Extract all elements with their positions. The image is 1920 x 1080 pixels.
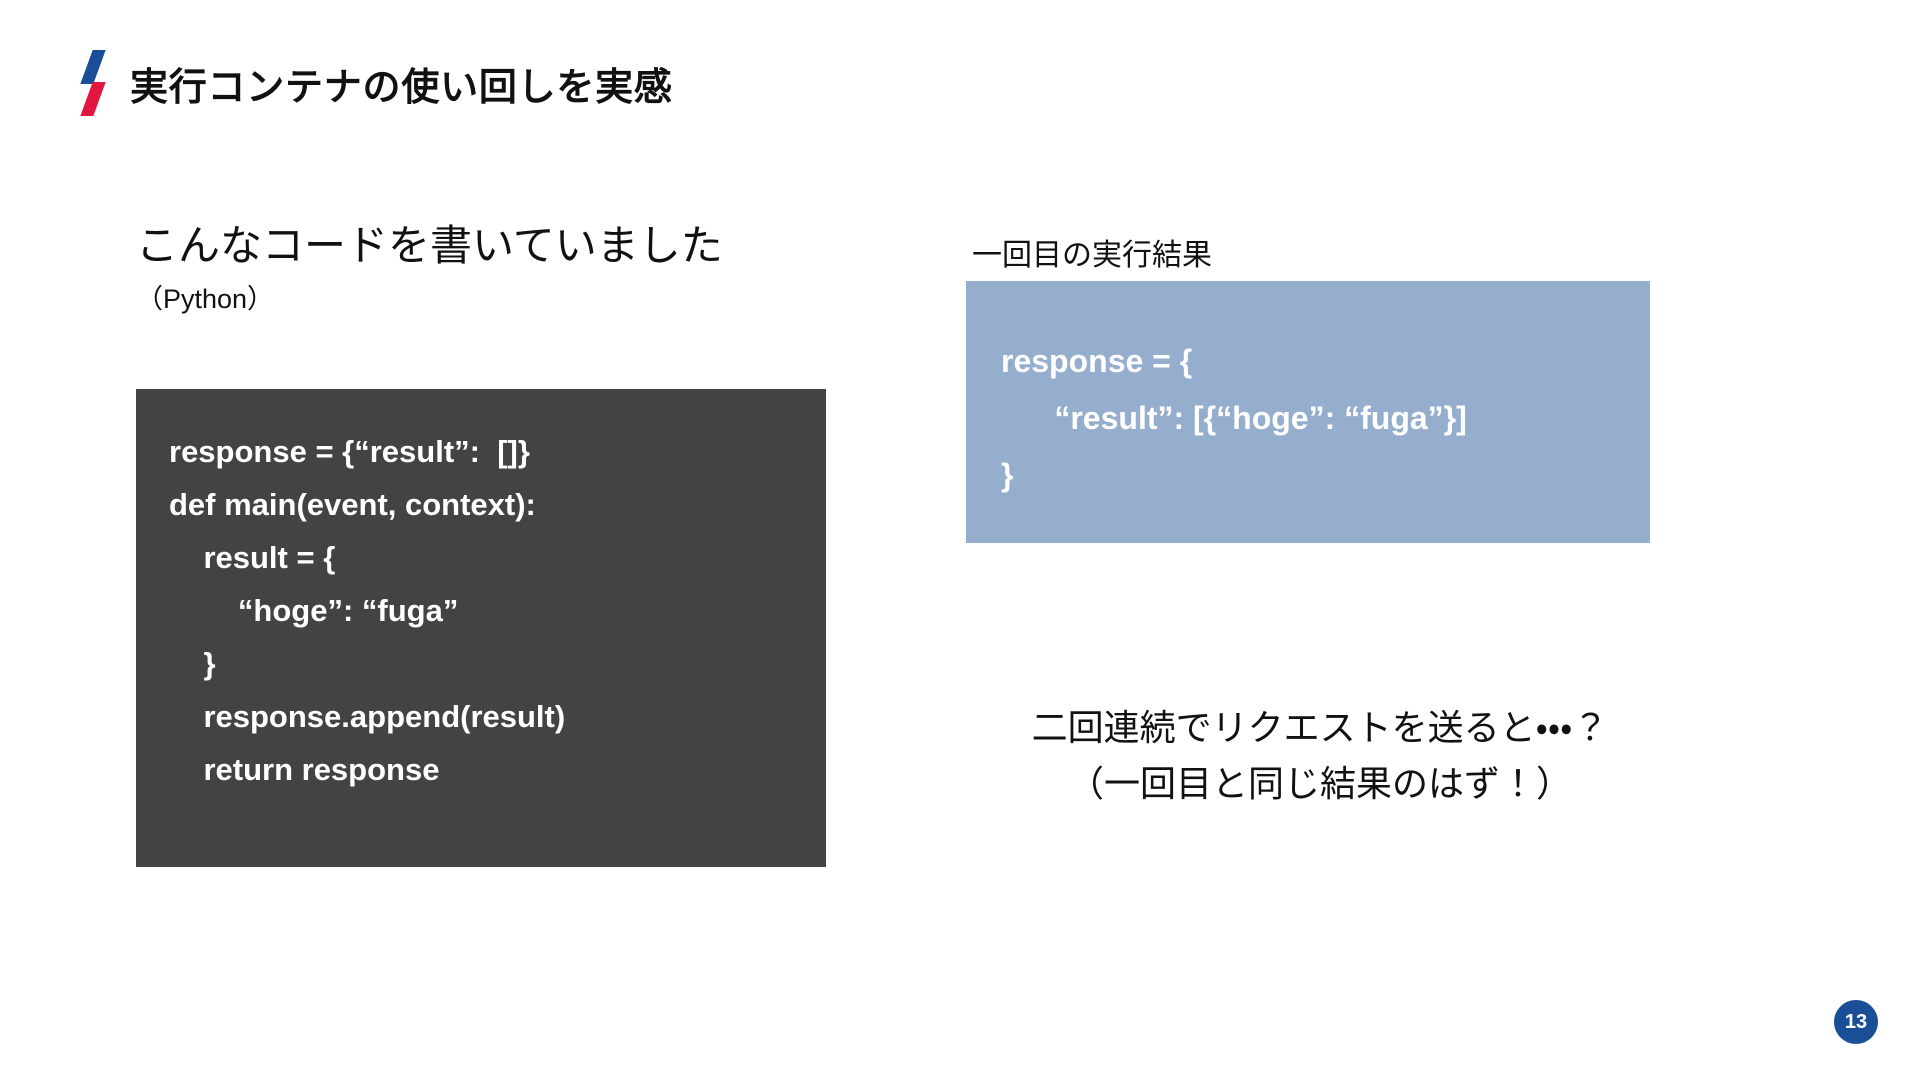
slash-logo-blue-bar <box>80 50 106 84</box>
slash-logo-icon <box>70 50 116 116</box>
code-line: result = { <box>169 540 336 575</box>
left-column-heading: こんなコードを書いていました （Python） <box>136 222 836 315</box>
code-line: } <box>169 646 216 681</box>
result-line: } <box>1001 457 1014 493</box>
slash-logo-red-bar <box>80 82 106 116</box>
language-note: （Python） <box>136 283 275 314</box>
slide-title-row: 実行コンテナの使い回しを実感 <box>70 48 673 118</box>
lead-text: こんなコードを書いていました <box>136 222 723 269</box>
result-line: “result”: [{“hoge”: “fuga”}] <box>1001 400 1467 436</box>
code-block: response = {“result”: []} def main(event… <box>136 389 826 867</box>
code-line: return response <box>169 752 440 787</box>
question-block: 二回連続でリクエストを送ると・・・？ （一回目と同じ結果のはず！） <box>940 700 1700 812</box>
code-line: “hoge”: “fuga” <box>169 593 459 628</box>
code-line: def main(event, context): <box>169 487 536 522</box>
result-block: response = { “result”: [{“hoge”: “fuga”}… <box>966 281 1650 543</box>
page-title: 実行コンテナの使い回しを実感 <box>130 66 673 109</box>
result-label: 一回目の実行結果 <box>972 239 1212 272</box>
code-line: response.append(result) <box>169 699 566 734</box>
code-line: response = {“result”: []} <box>169 434 530 469</box>
question-line-secondary: （一回目と同じ結果のはず！） <box>1067 762 1572 804</box>
question-line-primary: 二回連続でリクエストを送ると・・・？ <box>1031 707 1609 748</box>
page-number-badge: 13 <box>1834 1000 1878 1044</box>
result-line: response = { <box>1001 343 1193 379</box>
